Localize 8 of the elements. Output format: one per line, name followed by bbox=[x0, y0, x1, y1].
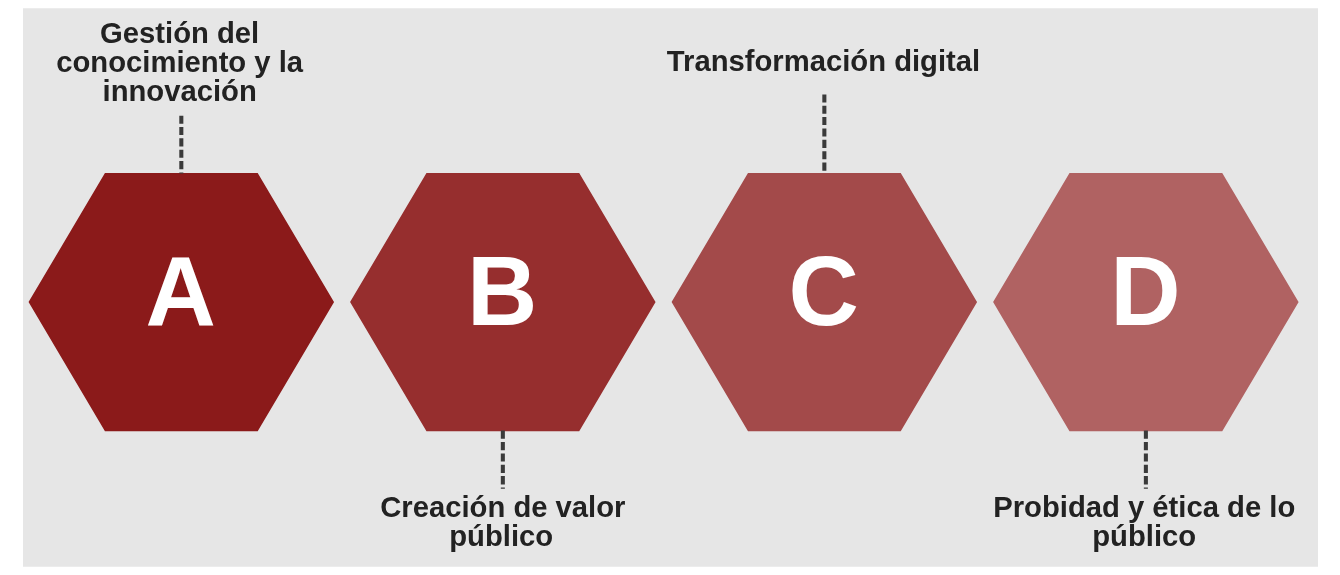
connector bbox=[178, 115, 183, 174]
connector bbox=[821, 94, 826, 174]
node-text: Creación de valor público bbox=[379, 491, 625, 553]
connector bbox=[1143, 430, 1148, 489]
node-text: Probidad y ética de lo público bbox=[992, 491, 1295, 553]
connector bbox=[500, 430, 505, 489]
node-text: Gestión del conocimiento y la innovación bbox=[55, 16, 303, 108]
node-text: Transformación digital bbox=[666, 44, 980, 77]
